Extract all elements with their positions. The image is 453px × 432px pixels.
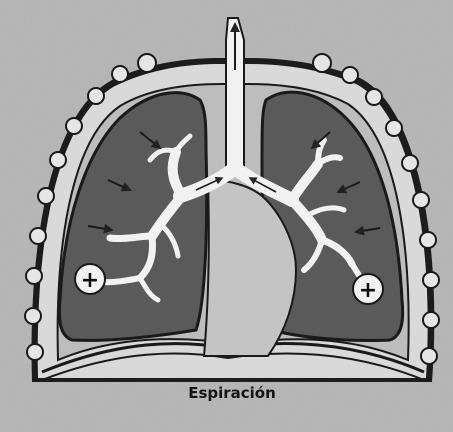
trachea [226, 18, 244, 170]
plus-circle-icon-left: + [75, 264, 105, 294]
caption: Espiración [188, 384, 276, 402]
plus-circle-icon-right: + [353, 274, 383, 304]
alveolus-left-symbol: + [81, 268, 99, 293]
alveolus-right-symbol: + [359, 278, 377, 303]
